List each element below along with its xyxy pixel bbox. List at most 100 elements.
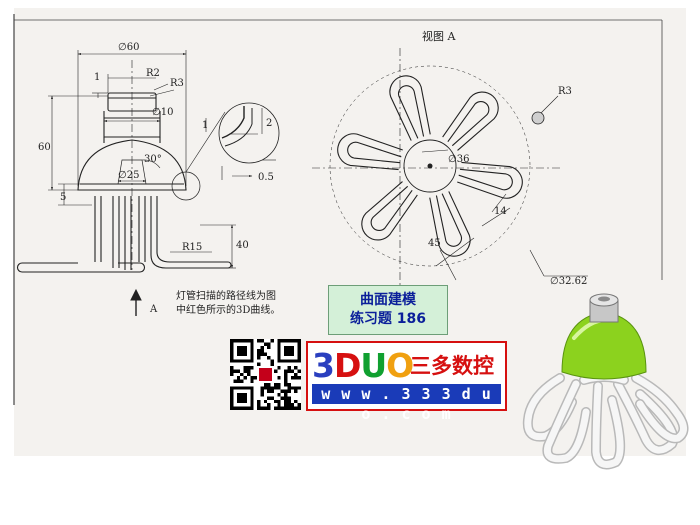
qr-module <box>287 406 291 410</box>
qr-module <box>230 369 234 373</box>
qr-module <box>277 393 281 397</box>
qr-module <box>294 406 298 410</box>
dim-0-5: 0.5 <box>258 172 274 183</box>
qr-module <box>297 386 301 390</box>
dim-1-top: 1 <box>94 72 100 83</box>
view-a-title: 视图 A <box>422 29 456 43</box>
qr-module <box>284 372 288 377</box>
qr-module <box>257 403 261 407</box>
front-view-dimensions <box>48 50 236 269</box>
qr-module <box>287 399 291 404</box>
dim-30-deg: 30° <box>144 154 162 165</box>
lamp-cap-hole <box>598 296 610 302</box>
qr-module <box>294 389 298 394</box>
qr-module <box>273 369 278 373</box>
detail-view <box>205 102 280 180</box>
qr-module <box>260 393 264 397</box>
qr-module <box>280 396 285 400</box>
qr-module <box>233 379 237 383</box>
dim-5: 5 <box>60 192 66 203</box>
tube-loop <box>337 133 403 171</box>
qr-module <box>294 386 298 390</box>
qr-module <box>230 372 234 377</box>
qr-module <box>230 366 234 370</box>
logo-mark-o: O <box>386 346 414 385</box>
front-view <box>16 60 232 273</box>
qr-module <box>250 379 254 383</box>
qr-module <box>290 386 295 390</box>
qr-module <box>270 386 274 390</box>
lamp-tube <box>614 380 677 454</box>
qr-module <box>297 406 301 410</box>
lamp-tube <box>543 380 590 463</box>
dim-d60: ∅60 <box>118 42 139 53</box>
qr-module <box>277 376 281 380</box>
qr-module <box>287 403 291 407</box>
qr-module <box>233 369 237 373</box>
qr-module <box>267 382 271 387</box>
dim-r3-view: R3 <box>558 86 572 97</box>
qr-module <box>294 376 298 380</box>
note-line-1: 灯管扫描的路径线为图 <box>176 289 276 302</box>
view-a <box>312 48 560 290</box>
qr-module <box>250 366 254 370</box>
qr-module <box>270 362 274 367</box>
qr-module <box>284 396 288 400</box>
tube-loop <box>457 161 523 199</box>
qr-module <box>236 393 247 404</box>
qr-module <box>246 366 251 370</box>
qr-module <box>284 376 288 380</box>
qr-module <box>257 352 261 356</box>
qr-module <box>284 382 288 387</box>
qr-module <box>260 389 264 394</box>
qr-module <box>270 396 274 400</box>
title-line-2: 练习题 186 <box>349 311 427 327</box>
qr-module <box>257 399 261 404</box>
qr-module <box>290 403 295 407</box>
qr-module <box>257 355 261 360</box>
qr-module <box>277 406 281 410</box>
note-line-2: 中红色所示的3D曲线。 <box>176 303 280 316</box>
qr-module <box>243 366 247 370</box>
qr-module <box>240 379 244 383</box>
qr-module <box>287 382 291 387</box>
dim-r15: R15 <box>182 242 202 253</box>
qr-module <box>267 342 271 346</box>
qr-module <box>284 345 295 356</box>
qr-module <box>297 403 301 407</box>
qr-module <box>294 399 298 404</box>
exercise-title-box: 曲面建模 练习题 186 <box>328 285 448 335</box>
dim-1-detail: 1 <box>202 120 208 131</box>
qr-module <box>284 389 288 394</box>
lamp-tube <box>632 374 687 442</box>
qr-module <box>280 389 285 394</box>
qr-module <box>287 366 291 370</box>
qr-module <box>290 369 295 373</box>
qr-module <box>290 406 295 410</box>
qr-module <box>287 389 291 394</box>
dim-14: 14 <box>494 206 507 217</box>
qr-module <box>280 406 285 410</box>
dim-40: 40 <box>236 240 249 251</box>
qr-module <box>287 386 291 390</box>
qr-module <box>270 339 274 343</box>
brand-url: w w w . 3 3 3 d u o . c o m <box>312 384 501 423</box>
lamp-tube <box>592 382 624 468</box>
tube-loop <box>361 181 418 241</box>
qr-module <box>236 379 241 383</box>
dim-45: 45 <box>428 238 441 249</box>
qr-module <box>263 406 268 410</box>
qr-module <box>267 406 271 410</box>
qr-module <box>263 352 268 356</box>
qr-module <box>287 396 291 400</box>
qr-module <box>260 352 264 356</box>
qr-module <box>273 386 278 390</box>
qr-module <box>273 382 278 387</box>
qr-module <box>257 339 261 343</box>
brand-name: 三多数控 <box>410 354 494 378</box>
qr-module <box>267 355 271 360</box>
dim-d32-62: ∅32.62 <box>550 276 587 287</box>
qr-module <box>277 399 281 404</box>
sheet-border <box>13 14 663 405</box>
